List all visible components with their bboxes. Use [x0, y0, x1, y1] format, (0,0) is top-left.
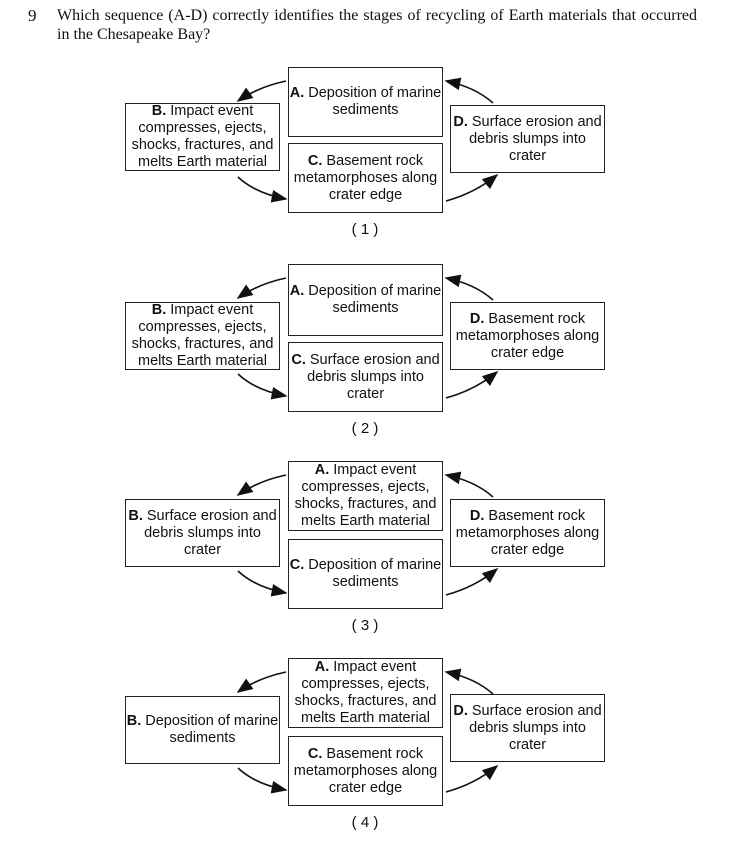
stage-b-box: B. Deposition of marine sediments — [125, 696, 280, 764]
arrow-b-to-c — [237, 176, 288, 203]
cycle-arrows — [236, 471, 499, 597]
stage-a-letter: A. — [289, 283, 305, 299]
stage-c-box: C. Surface erosion and debris slumps int… — [288, 342, 443, 412]
stage-b-box: B. Impact event compresses, ejects, shoc… — [125, 103, 280, 171]
option-number: ( 1 ) — [351, 221, 379, 238]
option-2-diagram[interactable]: A. Deposition of marine sediments B. Imp… — [0, 264, 730, 459]
cycle-arrows — [236, 77, 499, 203]
arrow-a-to-b — [236, 80, 287, 102]
stage-c-letter: C. — [307, 152, 323, 169]
stage-d-box: D. Basement rock metamorphoses along cra… — [450, 302, 605, 370]
option-3-diagram[interactable]: A. Impact event compresses, ejects, shoc… — [0, 461, 730, 656]
stage-c-box: C. Deposition of marine sediments — [288, 539, 443, 609]
arrow-b-to-c — [237, 373, 288, 400]
stage-a-box: A. Impact event compresses, ejects, shoc… — [288, 658, 443, 728]
stage-d-text: Surface erosion and debris slumps into c… — [469, 702, 602, 753]
stage-a-text: Impact event compresses, ejects, shocks,… — [294, 462, 437, 529]
stage-c-text: Basement rock metamorphoses along crater… — [293, 745, 438, 796]
stage-b-text: Surface erosion and debris slumps into c… — [144, 507, 277, 558]
option-number: ( 4 ) — [351, 814, 379, 831]
option-number: ( 2 ) — [351, 420, 379, 437]
stage-d-letter: D. — [453, 702, 468, 719]
stage-b-text: Impact event compresses, ejects, shocks,… — [131, 103, 274, 170]
question-text: Which sequence (A-D) correctly identifie… — [57, 7, 697, 43]
stage-c-text: Deposition of marine sediments — [308, 557, 442, 590]
question-number: 9 — [28, 6, 37, 25]
arrow-d-to-a — [444, 77, 494, 104]
arrow-d-to-a — [444, 668, 494, 695]
option-1-diagram[interactable]: A. Deposition of marine sediments B. Imp… — [0, 67, 730, 262]
stage-b-box: B. Impact event compresses, ejects, shoc… — [125, 302, 280, 370]
stage-d-text: Basement rock metamorphoses along crater… — [455, 507, 600, 558]
stage-a-box: A. Deposition of marine sediments — [288, 67, 443, 137]
stage-b-box: B. Surface erosion and debris slumps int… — [125, 499, 280, 567]
stage-c-letter: C. — [307, 745, 323, 762]
arrow-b-to-c — [237, 767, 288, 794]
stage-a-letter: A. — [314, 462, 330, 478]
cycle-arrows — [236, 274, 499, 400]
stage-b-letter: B. — [126, 713, 142, 729]
stage-d-letter: D. — [469, 310, 485, 327]
stage-b-text: Impact event compresses, ejects, shocks,… — [131, 302, 274, 369]
stage-a-letter: A. — [289, 85, 305, 101]
stage-d-text: Surface erosion and debris slumps into c… — [469, 113, 602, 164]
arrow-d-to-a — [444, 274, 494, 301]
stage-a-box: A. Deposition of marine sediments — [288, 264, 443, 336]
stage-a-letter: A. — [314, 659, 330, 675]
stage-a-text: Deposition of marine sediments — [308, 85, 442, 118]
stage-c-text: Surface erosion and debris slumps into c… — [307, 351, 440, 402]
stage-b-letter: B. — [151, 103, 167, 119]
arrow-c-to-d — [445, 370, 499, 399]
arrow-c-to-d — [445, 764, 499, 793]
stage-c-box: C. Basement rock metamorphoses along cra… — [288, 143, 443, 213]
arrow-a-to-b — [236, 277, 287, 299]
arrow-c-to-d — [445, 173, 499, 202]
stage-d-box: D. Basement rock metamorphoses along cra… — [450, 499, 605, 567]
stage-d-box: D. Surface erosion and debris slumps int… — [450, 694, 605, 762]
arrow-a-to-b — [236, 671, 287, 693]
option-4-diagram[interactable]: A. Impact event compresses, ejects, shoc… — [0, 658, 730, 853]
stage-a-box: A. Impact event compresses, ejects, shoc… — [288, 461, 443, 531]
stage-b-letter: B. — [128, 507, 143, 524]
stage-a-text: Deposition of marine sediments — [308, 283, 442, 316]
stage-c-letter: C. — [289, 557, 305, 573]
stage-b-text: Deposition of marine sediments — [145, 713, 279, 746]
cycle-arrows — [236, 668, 499, 794]
stage-c-letter: C. — [291, 351, 306, 368]
arrow-c-to-d — [445, 567, 499, 596]
arrow-a-to-b — [236, 474, 287, 496]
arrow-b-to-c — [237, 570, 288, 597]
arrow-d-to-a — [444, 471, 494, 498]
stage-c-text: Basement rock metamorphoses along crater… — [293, 152, 438, 203]
stage-d-text: Basement rock metamorphoses along crater… — [455, 310, 600, 361]
stage-a-text: Impact event compresses, ejects, shocks,… — [294, 659, 437, 726]
stage-c-box: C. Basement rock metamorphoses along cra… — [288, 736, 443, 806]
stage-d-letter: D. — [453, 113, 468, 130]
option-number: ( 3 ) — [351, 617, 379, 634]
stage-b-letter: B. — [151, 302, 167, 318]
stage-d-letter: D. — [469, 507, 485, 524]
stage-d-box: D. Surface erosion and debris slumps int… — [450, 105, 605, 173]
